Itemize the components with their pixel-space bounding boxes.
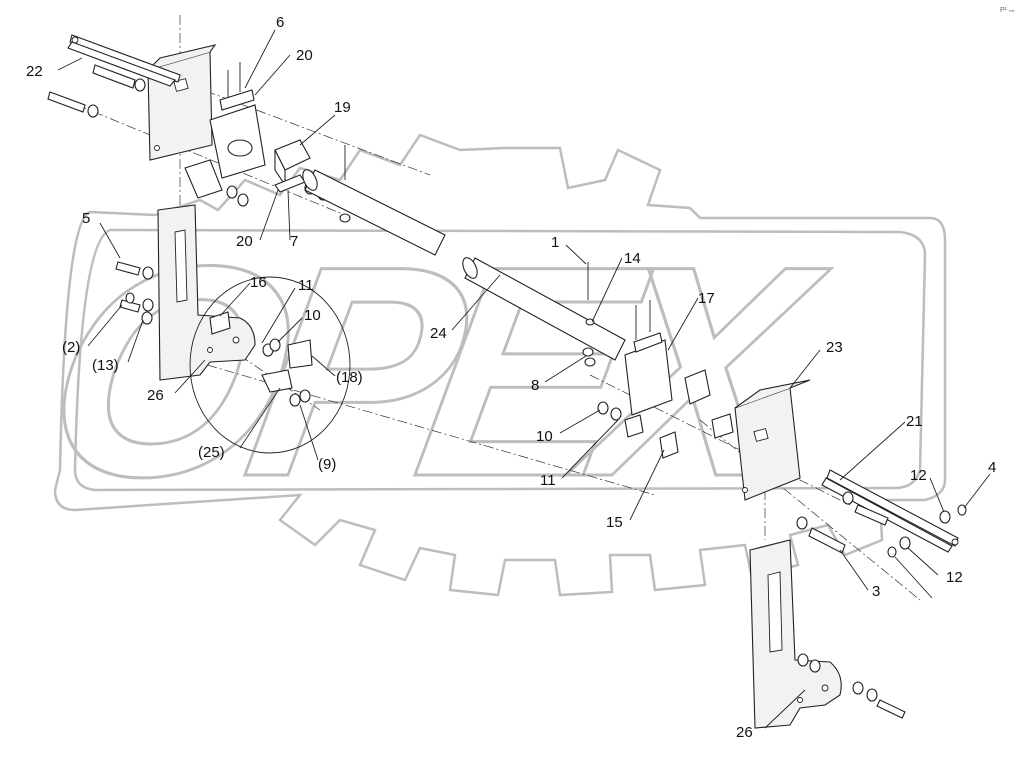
callout-12-upper: 12 bbox=[910, 467, 927, 484]
clamp-bracket-17 bbox=[624, 300, 711, 416]
callout-22: 22 bbox=[26, 63, 43, 80]
clamp-bracket-20 bbox=[184, 89, 266, 207]
callout-4: 4 bbox=[988, 459, 996, 476]
fasteners-left bbox=[115, 261, 154, 325]
callout-24: 24 bbox=[430, 325, 447, 342]
tube-24 bbox=[302, 169, 626, 361]
l-bracket-26-left bbox=[157, 204, 256, 381]
callout-14: 14 bbox=[624, 250, 641, 267]
spring-assembly bbox=[261, 338, 313, 407]
callout-9: (9) bbox=[318, 456, 336, 473]
callout-26-right: 26 bbox=[736, 724, 753, 741]
callout-16: 16 bbox=[250, 274, 267, 291]
watermark-gear bbox=[53, 133, 947, 597]
l-bracket-26-right bbox=[749, 539, 842, 729]
bolts-6 bbox=[227, 62, 241, 98]
callout-13: (13) bbox=[92, 357, 119, 374]
callout-7: 7 bbox=[290, 233, 298, 250]
callout-15: 15 bbox=[606, 514, 623, 531]
callout-23: 23 bbox=[826, 339, 843, 356]
callout-10-right: 10 bbox=[536, 428, 553, 445]
callout-11-right: 11 bbox=[540, 472, 556, 489]
bolts-22 bbox=[47, 64, 146, 118]
callout-11-left: 11 bbox=[298, 277, 314, 294]
slotted-bar-22 bbox=[67, 34, 181, 87]
fasteners-right bbox=[796, 491, 967, 558]
callout-26-left: 26 bbox=[147, 387, 164, 404]
callout-5: 5 bbox=[82, 210, 90, 227]
callout-8: 8 bbox=[531, 377, 539, 394]
callout-20-lower: 20 bbox=[236, 233, 253, 250]
slotted-bar-21 bbox=[821, 469, 959, 553]
callout-18: (18) bbox=[336, 369, 363, 386]
block-19 bbox=[274, 139, 311, 187]
upper-left-plate bbox=[147, 44, 217, 161]
callout-3: 3 bbox=[872, 583, 880, 600]
callout-20-upper: 20 bbox=[296, 47, 313, 64]
callout-labels: 22 6 20 19 5 20 7 16 11 10 (2) (13) (18)… bbox=[26, 14, 996, 741]
corner-mark: P¹ ₙₙ bbox=[1000, 7, 1015, 14]
nuts-10-11-right bbox=[597, 401, 679, 459]
callout-25: (25) bbox=[198, 444, 225, 461]
detail-circle bbox=[189, 276, 351, 454]
fasteners-lower-right bbox=[797, 653, 906, 719]
callout-19: 19 bbox=[334, 99, 351, 116]
callout-21: 21 bbox=[906, 413, 923, 430]
bolt-1 bbox=[582, 262, 596, 367]
callout-2: (2) bbox=[62, 339, 80, 356]
callout-1: 1 bbox=[551, 234, 559, 251]
callout-12-lower: 12 bbox=[946, 569, 963, 586]
callout-6: 6 bbox=[276, 14, 284, 31]
leader-lines bbox=[57, 29, 991, 729]
callout-17: 17 bbox=[698, 290, 715, 307]
callout-10-left: 10 bbox=[304, 307, 321, 324]
